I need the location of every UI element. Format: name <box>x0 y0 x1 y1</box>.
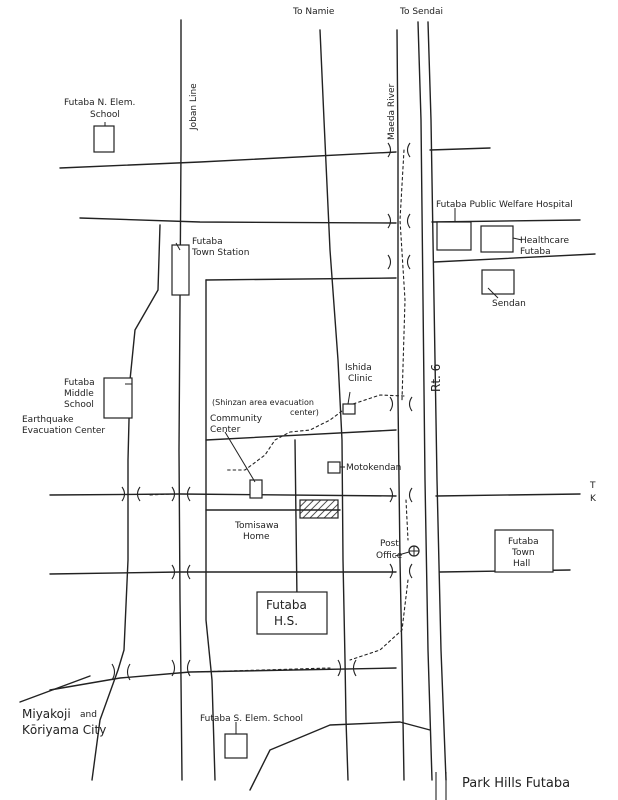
label-sendan: Sendan <box>492 299 526 309</box>
town-hall-building <box>494 529 554 573</box>
bridge-marks <box>111 142 447 800</box>
label-joban-line: Joban Line <box>189 83 199 131</box>
maeda-river-road <box>396 29 405 781</box>
southern-curve-road <box>249 721 431 791</box>
road-h5-east <box>435 493 581 497</box>
road-v-center <box>294 439 298 601</box>
label-healthcare-1: Healthcare <box>520 236 570 246</box>
road-h3 <box>205 277 397 281</box>
label-to-namie: To Namie <box>292 7 335 17</box>
label-tomisawa-2: Home <box>243 532 270 542</box>
label-to-sendai: To Sendai <box>399 7 443 17</box>
label-motokendan: Motokendan <box>346 463 401 473</box>
tomisawa-home-building <box>299 499 339 519</box>
healthcare-building <box>480 225 514 253</box>
route-6-road <box>417 21 433 781</box>
label-shinzan-1: (Shinzan area evacuation <box>212 398 314 407</box>
leader-lines <box>104 122 523 734</box>
label-post-2: Office <box>376 551 403 561</box>
label-welfare-hospital: Futaba Public Welfare Hospital <box>436 200 573 210</box>
route-6-road-edge <box>427 21 447 781</box>
label-park-hills: Park Hills Futaba <box>462 776 570 791</box>
label-community-1: Community <box>210 414 263 424</box>
label-ishida-1: Ishida <box>345 363 372 373</box>
futaba-hs-building <box>256 591 328 635</box>
sendan-building <box>481 269 515 295</box>
label-ishida-2: Clinic <box>348 374 372 384</box>
left-road <box>91 224 161 781</box>
joban-line <box>178 19 183 781</box>
label-edge-k: K <box>590 494 597 504</box>
label-middle-2: Middle <box>64 389 94 399</box>
label-miyakoji-3: Kōriyama City <box>22 723 106 737</box>
label-town-hall-1: Futaba <box>508 537 539 547</box>
ishida-clinic-building <box>342 403 356 415</box>
evac-route-shinzan <box>224 394 405 471</box>
label-miyakoji-1: Miyakoji <box>22 707 71 721</box>
label-s-elem: Futaba S. Elem. School <box>200 714 303 724</box>
label-middle-3: School <box>64 400 94 410</box>
label-quake-1: Earthquake <box>22 415 74 425</box>
label-station-1: Futaba <box>192 237 223 247</box>
s-elem-school-building <box>224 733 248 759</box>
evac-route-west <box>149 493 173 496</box>
label-middle-1: Futaba <box>64 378 95 388</box>
label-futaba-hs-1: Futaba <box>266 598 307 612</box>
road-h2 <box>79 217 397 224</box>
road-h5 <box>49 493 397 497</box>
label-n-elem-2: School <box>90 110 120 120</box>
road-h7 <box>49 571 397 575</box>
label-town-hall-2: Town <box>511 548 535 558</box>
road-h8 <box>49 667 397 691</box>
label-n-elem-1: Futaba N. Elem. <box>64 98 135 108</box>
label-maeda-river: Maeda River <box>387 83 397 140</box>
community-center-building <box>249 479 263 499</box>
label-rt6: Rt. 6 <box>429 364 443 392</box>
label-post-1: Post <box>380 539 399 549</box>
label-futaba-hs-2: H.S. <box>274 614 298 628</box>
left-inner-road <box>205 279 216 781</box>
n-elem-school-building <box>93 125 115 153</box>
label-town-hall-3: Hall <box>513 559 530 569</box>
evac-route-south <box>349 579 409 661</box>
label-shinzan-2: center) <box>290 408 319 417</box>
road-to-namie <box>319 29 349 781</box>
evac-route-h8 <box>195 667 331 673</box>
label-quake-2: Evacuation Center <box>22 426 105 436</box>
label-edge-t: T <box>589 481 596 491</box>
label-healthcare-2: Futaba <box>520 247 551 257</box>
welfare-hospital-building <box>436 221 472 251</box>
road-h3-east <box>433 253 596 263</box>
label-tomisawa-1: Tomisawa <box>234 521 279 531</box>
evac-route-post <box>405 499 409 541</box>
evac-route-maeda <box>399 149 406 401</box>
road-h9 <box>19 675 91 703</box>
motokendan-building <box>327 461 341 474</box>
label-station-2: Town Station <box>191 248 249 258</box>
road-h1 <box>59 151 397 169</box>
label-miyakoji-2: and <box>80 710 97 720</box>
middle-school-building <box>103 377 133 419</box>
label-community-2: Center <box>210 425 241 435</box>
station-building <box>171 244 190 296</box>
road-h4 <box>205 429 397 441</box>
road-h1-east <box>429 147 491 151</box>
